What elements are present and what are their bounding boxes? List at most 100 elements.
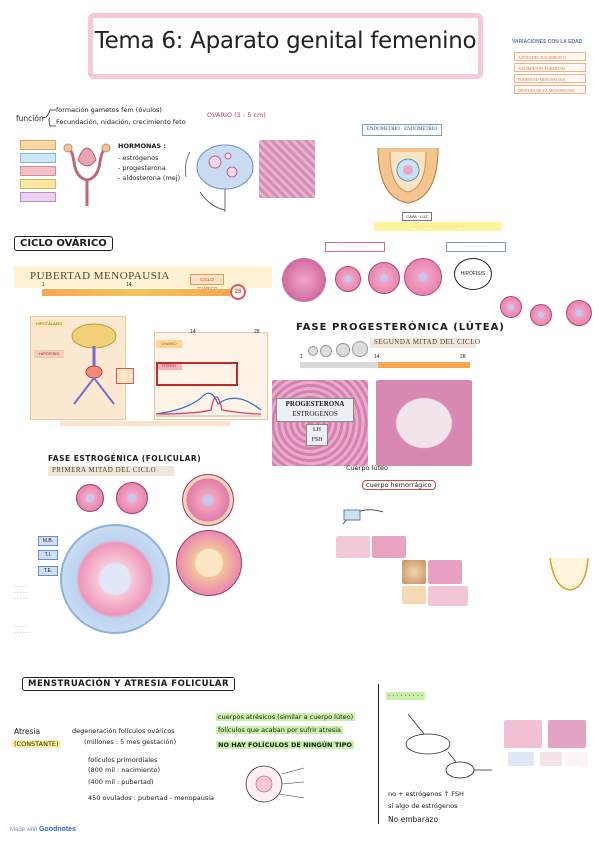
side-label: ÚTERO xyxy=(156,362,182,370)
age-item: PUBERTAD MENOPAUSIA xyxy=(514,74,586,83)
uterus-diagram-icon xyxy=(63,143,111,206)
right-note-1: · · · · · · · · · xyxy=(386,692,426,700)
day-label: 14 xyxy=(190,329,196,335)
corpus-luteum-micrograph xyxy=(272,380,368,466)
ciclo-ovarico-heading: CICLO OVÁRICO xyxy=(14,236,113,251)
atresia-note: (CONSTANTE) xyxy=(12,740,61,748)
funcion-item: formación gametos fem (óvulos) xyxy=(56,106,162,114)
fsh-text: FSH xyxy=(311,437,323,443)
corpus-luteum-micrograph-2 xyxy=(376,380,472,466)
side-label: OVARIO xyxy=(156,340,182,348)
micrograph-small xyxy=(336,536,370,558)
hormone-flow-icon xyxy=(405,713,492,779)
bullet-item: No embarazo xyxy=(388,815,439,824)
follicle-banner: · · · · · · · · · · xyxy=(325,242,385,252)
hormonas-heading: HORMONAS : xyxy=(118,142,166,150)
uterus-caption-strip: · · · · · · · · · · · · · · · · · · · · … xyxy=(374,222,502,231)
atresia-sub: (millones : 5 mes gestación) xyxy=(84,738,177,746)
follicle-dot xyxy=(320,345,332,357)
micrograph-small xyxy=(402,560,426,584)
lh-fsh-box: LH FSH xyxy=(306,424,328,446)
follicle-dot xyxy=(336,343,350,357)
ovary-thumb xyxy=(116,368,134,384)
side-label: HIPOTÁLAMO xyxy=(34,320,64,328)
age-item: ANTES DEL NACIMIENTO xyxy=(514,52,586,61)
ciclo-label: CICLO OVÁRICO xyxy=(190,274,224,291)
progesteronica-ribbon: SEGUNDA MITAD DEL CICLO xyxy=(374,338,481,346)
atretic-body-icon xyxy=(245,765,305,803)
micrograph-small xyxy=(428,586,468,606)
count-item: 450 ovulados : pubertad - menopausia xyxy=(88,794,215,802)
no-hay-foliculos: NO HAY FOLÍCULOS DE NINGÚN TIPO xyxy=(216,741,354,749)
ovary-diagram-icon xyxy=(185,144,254,212)
estrogenica-ribbon: PRIMERA MITAD DEL CICLO xyxy=(52,466,157,474)
menstruacion-heading: MENSTRUACIÓN Y ATRESIA FOLICULAR xyxy=(22,677,236,691)
brace-icon xyxy=(41,109,56,127)
atresia-label: Atresia xyxy=(14,727,41,736)
day-28-badge: 28 xyxy=(230,284,246,300)
day-label: 28 xyxy=(460,354,466,360)
progesteronica-bar xyxy=(300,362,470,368)
follicle-stage xyxy=(182,474,234,526)
estrogenos-text: ESTROGENOS xyxy=(292,410,338,418)
ovario-label: OVARIO (3 - 5 cm) xyxy=(207,111,266,119)
hormone-curves-icon xyxy=(156,392,262,417)
count-item: (800 mil : nacimiento) xyxy=(88,766,161,774)
foliculos-atresia: folículos que acaban por sufrir atresia xyxy=(216,726,344,734)
progesteronica-ribbon-bg xyxy=(370,338,476,348)
fase-progesteronica-heading: FASE PROGESTERÓNICA (LÚTEA) xyxy=(296,322,505,333)
bullet-item: no + estrógenos ↑ FSH xyxy=(388,790,464,798)
bullet-item: sí algo de estrógenos xyxy=(388,802,458,810)
day-label: 1 xyxy=(42,282,45,288)
brand-mark: Made with Goodnotes xyxy=(10,826,76,833)
brain-pituitary-icon xyxy=(71,323,117,405)
legend-stack xyxy=(20,140,56,202)
age-item: DESPUES DE LA MENOPAUSIA xyxy=(514,85,586,94)
progesterona-text: PROGESTERONA xyxy=(285,400,345,408)
micrograph-small xyxy=(508,752,534,766)
atresia-def: degeneración folículos ováricos xyxy=(72,727,175,735)
age-item: NACIMIENTO-PUBERTAD xyxy=(514,63,586,72)
layer-label: M.B. xyxy=(38,536,58,546)
day-label: 1 xyxy=(300,354,303,360)
micrograph-small xyxy=(372,536,406,558)
follicle-stage xyxy=(500,296,522,318)
hormona-item: - progesterona xyxy=(118,164,166,172)
antral-follicle xyxy=(60,524,170,634)
uterus-sketch-icon xyxy=(549,557,589,591)
side-note: · · · · ·· · · · · xyxy=(14,624,28,636)
side-note: · · · · ·· · · · ·· · · · · xyxy=(14,584,28,602)
cycle-bar xyxy=(42,289,230,296)
brand-prefix: Made with xyxy=(10,827,38,833)
follicle-stage xyxy=(404,258,442,296)
uterus-highlight xyxy=(156,362,238,386)
count-item: (400 mil : pubertad) xyxy=(88,778,154,786)
hand-diagram-icon xyxy=(342,509,384,525)
layer-label: T.I. xyxy=(38,550,58,560)
cuerpos-atresicos: cuerpos atrésicos (similar a cuerpo lúte… xyxy=(216,713,356,721)
follicle-stage xyxy=(335,266,361,292)
fase-estrogenica-heading: FASE ESTROGÉNICA (FOLICULAR) xyxy=(48,454,202,463)
hypophysis-bubble: HIPÓFISIS xyxy=(454,258,492,290)
micrograph-small xyxy=(402,586,426,604)
follicle-dot xyxy=(352,341,368,357)
day-label: 28 xyxy=(254,329,260,335)
micrograph-small xyxy=(504,720,542,748)
cuerpo-luteo-label: Cuerpo lúteo xyxy=(346,464,388,472)
follicle-stage xyxy=(76,484,104,512)
ovary-micrograph xyxy=(259,140,315,198)
title-frame xyxy=(88,13,483,79)
top-right-banner: ENDOMETRIO · ENDOMETRIO xyxy=(362,124,442,136)
cuerpo-hemorragico-label: cuerpo hemorrágico xyxy=(362,480,436,490)
micrograph-small xyxy=(540,752,562,766)
section-divider xyxy=(378,684,379,824)
follicle-banner-2: · · · · · · · · · xyxy=(446,242,506,252)
follicle-stage xyxy=(566,300,592,326)
uterus-caption-box: CAPA · LUZ xyxy=(402,212,432,221)
hormona-item: - estrógenos xyxy=(118,154,159,162)
cycle-footnote: · · · · · · · · · · · · · · · xyxy=(60,421,230,426)
estrogenica-ribbon-bg xyxy=(48,466,174,476)
micrograph-small xyxy=(428,560,462,584)
side-label: HIPÓFISIS xyxy=(34,350,64,358)
count-item: folículos primordiales xyxy=(88,756,158,764)
